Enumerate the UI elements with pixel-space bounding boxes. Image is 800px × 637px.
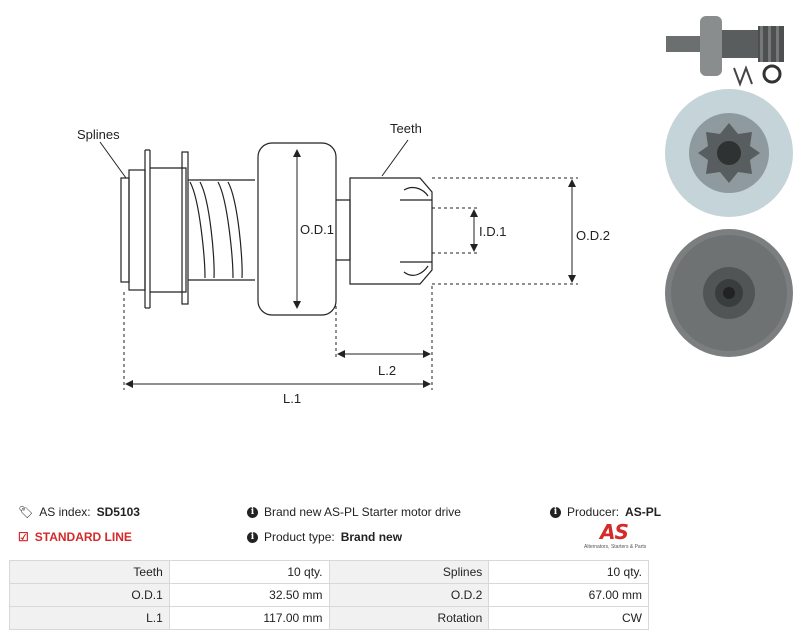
teeth-label: Teeth	[390, 121, 422, 136]
od2-label: O.D.2	[576, 228, 610, 243]
producer-label: Producer:	[567, 505, 620, 519]
info-icon: i	[247, 531, 258, 543]
description-text: Brand new AS-PL Starter motor drive	[264, 505, 461, 519]
spec-value: 10 qty.	[168, 560, 330, 584]
info-icon: i	[550, 506, 561, 518]
spec-value: 32.50 mm	[168, 583, 330, 607]
standard-line-label: STANDARD LINE	[34, 530, 132, 544]
splines-label: Splines	[77, 127, 120, 142]
id1-label: I.D.1	[479, 224, 506, 239]
spec-key: O.D.2	[328, 583, 490, 607]
logo-mark: AS	[600, 520, 629, 544]
rear-view-photo	[665, 229, 793, 357]
producer-value: AS-PL	[625, 505, 662, 519]
spec-key: O.D.1	[9, 583, 170, 607]
product-type-value: Brand new	[340, 530, 403, 544]
producer: i Producer: AS-PL	[550, 505, 661, 519]
product-type: i Product type: Brand new	[247, 530, 402, 544]
pinion-gear	[349, 177, 433, 285]
info-icon: i	[247, 506, 258, 518]
spec-key: Teeth	[9, 560, 170, 584]
as-index: 🏷︎ AS index: SD5103	[18, 505, 140, 519]
spec-key: Splines	[328, 560, 490, 584]
as-index-label: AS index:	[39, 505, 91, 519]
spec-value: 67.00 mm	[488, 583, 649, 607]
spec-value: 10 qty.	[488, 560, 649, 584]
checkbox-icon: ☑	[18, 530, 29, 544]
as-index-value: SD5103	[96, 505, 140, 519]
spec-key: L.1	[9, 606, 170, 630]
l2-label: L.2	[378, 363, 396, 378]
tag-icon: 🏷︎	[18, 505, 34, 519]
product-type-label: Product type:	[264, 530, 335, 544]
clutch-housing	[257, 142, 337, 316]
standard-line: ☑ STANDARD LINE	[18, 530, 132, 544]
logo-tagline: Alternators, Starters & Parts	[584, 544, 647, 550]
description: i Brand new AS-PL Starter motor drive	[247, 505, 461, 519]
front-gear-photo	[665, 89, 793, 217]
technical-drawing: Splines Teeth O.D.1 O.D.2 I.D.1 L.2 L.1	[77, 121, 610, 406]
spec-value: CW	[488, 606, 649, 630]
od1-label: O.D.1	[300, 222, 334, 237]
rear-plate	[128, 169, 146, 291]
collar	[181, 151, 189, 305]
spec-key: Rotation	[328, 606, 490, 630]
as-pl-logo: AS Alternators, Starters & Parts	[584, 520, 650, 552]
spec-value: 117.00 mm	[168, 606, 330, 630]
side-view-photo	[666, 16, 784, 87]
l1-label: L.1	[283, 391, 301, 406]
spline-flange	[120, 177, 130, 283]
